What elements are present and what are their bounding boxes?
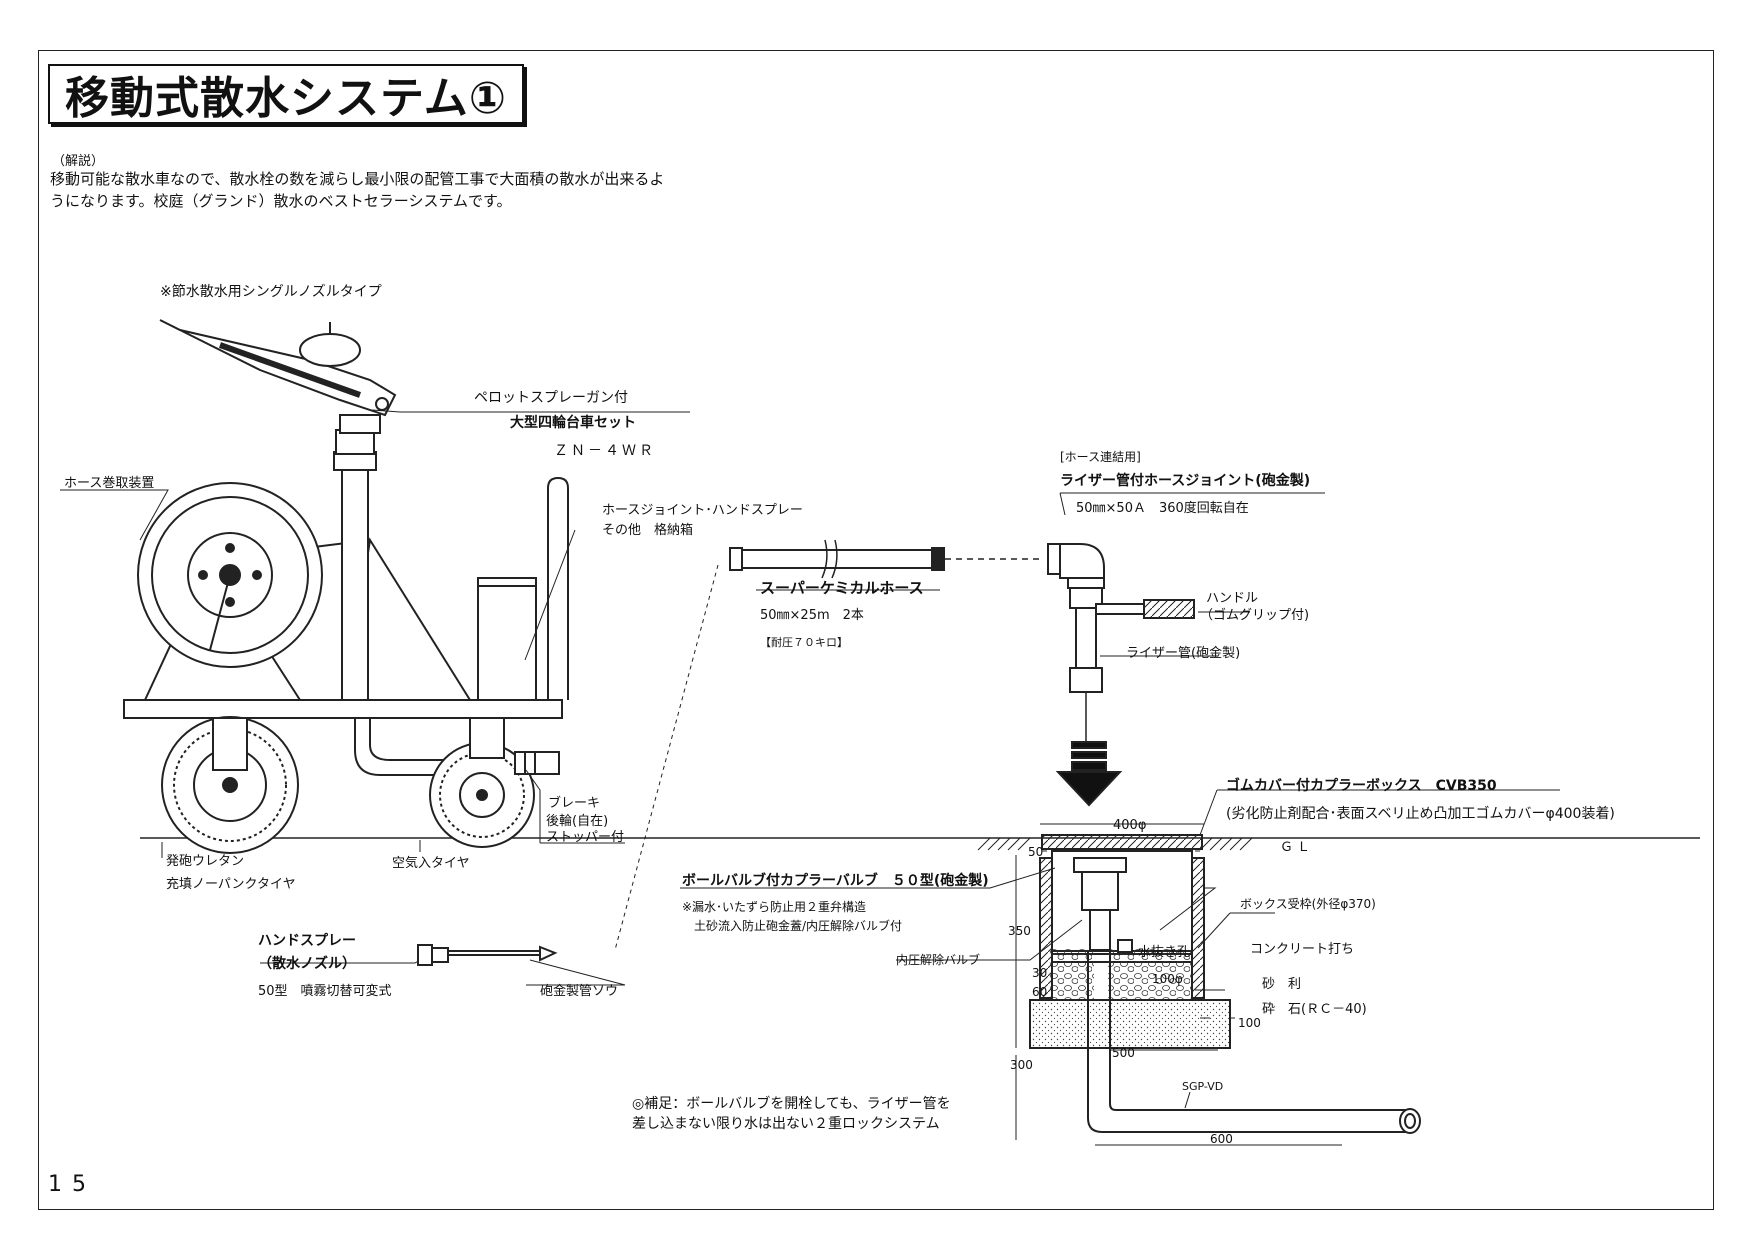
hose-spec: 50㎜×25m 2本 xyxy=(760,608,864,623)
frame-label: ボックス受枠(外径φ370) xyxy=(1240,897,1376,911)
product-line-1: ペロットスプレーガン付 xyxy=(474,390,628,406)
relief-valve-label: 内圧解除バルブ xyxy=(896,953,981,967)
title-box: 移動式散水システム① xyxy=(48,64,524,124)
dim-100: 100 xyxy=(1238,1016,1261,1030)
gl-label: ＧＬ xyxy=(1280,840,1315,855)
front-tire-label-1: 発砲ウレタン xyxy=(166,854,245,869)
box-detail: (劣化防止剤配合･表面スベリ止め凸加工ゴムカバーφ400装着) xyxy=(1226,806,1615,822)
note-line-2: 差し込まない限り水は出ない２重ロックシステム xyxy=(632,1116,940,1132)
pipe-spec-label: SGP-VD xyxy=(1182,1080,1224,1093)
riser-label: ライザー管(砲金製) xyxy=(1126,646,1241,661)
brake-label-2: 後輪(自在) xyxy=(546,814,609,829)
valve-note-1: ※漏水･いたずら防止用２重弁構造 xyxy=(682,900,867,914)
explanation-heading: （解説） xyxy=(52,154,105,169)
dim-60: 60 xyxy=(1032,985,1048,999)
page-title: 移動式散水システム① xyxy=(65,73,507,124)
hose-pressure: 【耐圧７０キロ】 xyxy=(760,636,848,649)
valve-note-2: 土砂流入防止砲金蓋/内圧解除バルブ付 xyxy=(694,919,903,933)
hand-spray-spec: 50型 噴霧切替可変式 xyxy=(258,984,392,999)
dim-100phi: 100φ xyxy=(1152,972,1183,986)
drain-hole-label: 水抜き孔 xyxy=(1138,945,1191,960)
joint-name: ライザー管付ホースジョイント(砲金製) xyxy=(1060,473,1311,489)
hose-reel-label: ホース巻取装置 xyxy=(64,476,155,491)
product-model: ＺＮ－４ＷＲ xyxy=(554,443,656,459)
dim-600: 600 xyxy=(1210,1132,1233,1146)
handle-label-1: ハンドル xyxy=(1206,591,1259,606)
explanation-line-2: うになります。校庭（グランド）散水のベストセラーシステムです。 xyxy=(50,192,512,210)
box-name: ゴムカバー付カプラーボックス CVB350 xyxy=(1226,778,1497,794)
dim-400: 400φ xyxy=(1113,818,1147,833)
note-line-1: ◎補足：ボールバルブを開栓しても、ライザー管を xyxy=(632,1096,951,1112)
handle-label-2: （ゴムグリップ付) xyxy=(1200,608,1310,623)
hand-spray-title-1: ハンドスプレー xyxy=(258,933,356,949)
dim-350: 350 xyxy=(1008,924,1031,938)
cart-note: ※節水散水用シングルノズルタイプ xyxy=(160,284,382,300)
dim-500: 500 xyxy=(1112,1046,1135,1060)
joint-spec: 50㎜×50Ａ 360度回転自在 xyxy=(1076,501,1249,516)
product-line-2: 大型四輪台車セット xyxy=(510,415,636,431)
storage-label-2: その他 格納箱 xyxy=(602,523,694,538)
explanation-line-1: 移動可能な散水車なので、散水栓の数を減らし最小限の配管工事で大面積の散水が出来る… xyxy=(50,170,665,188)
brake-label-3: ストッパー付 xyxy=(546,830,625,845)
drawing-frame xyxy=(38,50,1714,1210)
brake-label-1: ブレーキ xyxy=(548,796,601,811)
storage-label-1: ホースジョイント･ハンドスプレー xyxy=(602,503,803,518)
concrete-label: コンクリート打ち xyxy=(1250,942,1355,957)
crushed-stone-label: 砕 石(ＲＣ－40) xyxy=(1262,1002,1367,1017)
hose-name: スーパーケミカルホース xyxy=(760,579,924,597)
joint-category: [ホース連結用] xyxy=(1060,450,1141,464)
gravel-label: 砂 利 xyxy=(1262,977,1302,992)
dim-30: 30 xyxy=(1032,966,1048,980)
rear-tire-label: 空気入タイヤ xyxy=(392,856,470,871)
valve-name: ボールバルブ付カプラーバルブ ５０型(砲金製) xyxy=(682,873,989,889)
pipe-label: 砲金製管ソウ xyxy=(540,984,619,999)
hand-spray-title-2: （散水ノズル） xyxy=(258,956,356,972)
dim-300: 300 xyxy=(1010,1058,1033,1072)
dim-50: 50 xyxy=(1028,845,1044,859)
front-tire-label-2: 充填ノーパンクタイヤ xyxy=(166,877,296,892)
page-number: 15 xyxy=(48,1172,96,1197)
